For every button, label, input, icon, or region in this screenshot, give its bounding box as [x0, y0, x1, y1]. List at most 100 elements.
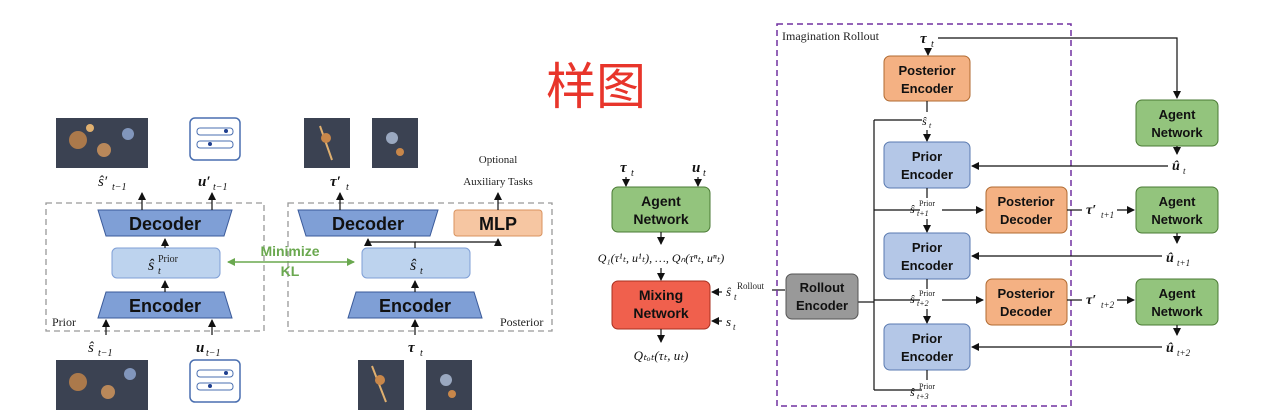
- arrow-tau-to-agent: [938, 37, 1181, 99]
- tau-prime-2-label: τ′: [1086, 293, 1096, 308]
- s-t2-prior-sup: Prior: [919, 289, 935, 298]
- right-s-t-label: ŝ: [922, 114, 927, 128]
- unit-card-icon-top: [189, 117, 241, 161]
- mid-u-sub: t: [703, 168, 706, 179]
- in-u-label: u: [196, 340, 204, 356]
- s-t3-prior-label: ŝ: [910, 385, 915, 399]
- s-t1-prior-sup: Prior: [919, 199, 935, 208]
- imagination-rollout-title: Imagination Rollout: [782, 29, 880, 43]
- game-thumbnail-bottom-1: [56, 360, 148, 410]
- rollout-encoder-l2: Encoder: [796, 298, 848, 313]
- u-hat-t1-label: û: [1166, 251, 1174, 266]
- prior-encoder-1-l1: Prior: [912, 149, 942, 164]
- posterior-decoder-2-l2: Decoder: [1000, 304, 1052, 319]
- prior-encoder-3-l1: Prior: [912, 331, 942, 346]
- unit-card-icon-bottom: [189, 359, 241, 403]
- posterior-decoder-box-2: [985, 278, 1068, 326]
- rollout-encoder-box: [785, 273, 859, 320]
- game-thumbnail-bottom-2: [358, 360, 404, 410]
- prior-latent-symbol: ŝ: [148, 257, 155, 274]
- in-tau-sub: t: [420, 348, 423, 359]
- game-thumbnail-top-2: [304, 118, 350, 168]
- posterior-decoder-2-l1: Posterior: [997, 286, 1054, 301]
- posterior-decoder-shape: [297, 209, 439, 237]
- s-rollout-sup: Rollout: [737, 281, 765, 291]
- in-s-sub: t−1: [98, 348, 113, 359]
- minimize-label: Minimize: [260, 243, 319, 259]
- posterior-latent-box: [361, 247, 471, 279]
- game-thumbnail-top-3: [372, 118, 418, 168]
- posterior-latent-sub: t: [420, 266, 423, 277]
- prior-label: Prior: [52, 315, 76, 329]
- left-panel: Prior Posterior Decoder ŝ Prior t Encode…: [45, 117, 553, 410]
- posterior-decoder-1-l2: Decoder: [1000, 212, 1052, 227]
- agent-network-2-l1: Agent: [1159, 194, 1197, 209]
- s-rollout-label: ŝ: [726, 284, 732, 299]
- posterior-encoder-l1: Posterior: [898, 63, 955, 78]
- middle-panel: τ t u t Agent Network Q₁(τ¹ₜ, u¹ₜ), …, Q…: [598, 160, 785, 363]
- mid-tau-sub: t: [631, 168, 634, 179]
- qtot-label: Qₜₒₜ(τₜ, uₜ): [634, 348, 689, 363]
- s-t1-prior-label: ŝ: [910, 202, 915, 216]
- q-expression: Q₁(τ¹ₜ, u¹ₜ), …, Qₙ(τⁿₜ, uⁿₜ): [598, 251, 724, 265]
- mlp-label: MLP: [479, 214, 517, 234]
- posterior-dashed-box: [287, 202, 553, 332]
- prior-latent-sub: t: [158, 266, 161, 277]
- prior-decoder-shape: [97, 209, 233, 237]
- prior-encoder-2-l2: Encoder: [901, 258, 953, 273]
- posterior-label: Posterior: [500, 315, 543, 329]
- u-hat-t1-sub: t+1: [1177, 258, 1190, 268]
- right-s-t-sub: t: [929, 121, 932, 130]
- out-u-label: u′: [198, 174, 211, 190]
- u-hat-t2-sub: t+2: [1177, 348, 1191, 358]
- posterior-decoder-label: Decoder: [332, 214, 404, 234]
- mid-agent-network-l1: Agent: [641, 193, 681, 209]
- rollout-encoder-l1: Rollout: [800, 280, 845, 295]
- posterior-latent-symbol: ŝ: [410, 257, 417, 274]
- watermark-text: 样图: [546, 58, 646, 116]
- posterior-encoder-shape: [347, 291, 483, 319]
- arrow-post-to-mlp: [415, 238, 502, 246]
- prior-encoder-1-l2: Encoder: [901, 167, 953, 182]
- agent-network-2-l2: Network: [1151, 212, 1203, 227]
- posterior-encoder-label: Encoder: [379, 296, 451, 316]
- out-u-sub: t−1: [213, 182, 228, 193]
- out-tau-sub: t: [346, 182, 349, 193]
- prior-encoder-shape: [97, 291, 233, 319]
- prior-encoder-label: Encoder: [129, 296, 201, 316]
- agent-network-1-l2: Network: [1151, 125, 1203, 140]
- s-t3-prior-sub: t+3: [917, 392, 929, 401]
- out-s-label: ŝ′: [98, 174, 108, 190]
- game-thumbnail-bottom-3: [426, 360, 472, 410]
- out-tau-label: τ′: [330, 174, 341, 190]
- out-s-sub: t−1: [112, 182, 127, 193]
- s-t1-prior-sub: t+1: [917, 209, 929, 218]
- posterior-decoder-1-l1: Posterior: [997, 194, 1054, 209]
- agent-network-3-l1: Agent: [1159, 286, 1197, 301]
- prior-encoder-3-l2: Encoder: [901, 349, 953, 364]
- u-hat-t-label: û: [1172, 159, 1180, 174]
- s-t2-prior-sub: t+2: [917, 299, 929, 308]
- arrow-post-to-dec: [364, 238, 416, 248]
- s-rollout-sub: t: [734, 292, 737, 302]
- s-t3-prior-sup: Prior: [919, 382, 935, 391]
- optional-label-2: Auxiliary Tasks: [463, 176, 533, 188]
- tau-prime-1-sub: t+1: [1101, 210, 1114, 220]
- right-tau-label: τ: [920, 31, 928, 47]
- mixing-network-l2: Network: [633, 305, 688, 321]
- optional-label-1: Optional: [479, 154, 518, 166]
- in-tau-label: τ: [408, 340, 416, 356]
- in-u-sub: t−1: [206, 348, 221, 359]
- imagination-rollout-box: [776, 23, 1072, 407]
- mixing-network-l1: Mixing: [639, 287, 683, 303]
- prior-encoder-2-l1: Prior: [912, 240, 942, 255]
- mid-tau-label: τ: [620, 160, 628, 176]
- agent-network-1-l1: Agent: [1159, 107, 1197, 122]
- s-t-label: s: [726, 314, 731, 329]
- prior-latent-box: [111, 247, 221, 279]
- u-hat-t-sub: t: [1183, 166, 1186, 176]
- mid-agent-network-l2: Network: [633, 211, 688, 227]
- posterior-encoder-l2: Encoder: [901, 81, 953, 96]
- in-s-label: ŝ: [88, 340, 94, 356]
